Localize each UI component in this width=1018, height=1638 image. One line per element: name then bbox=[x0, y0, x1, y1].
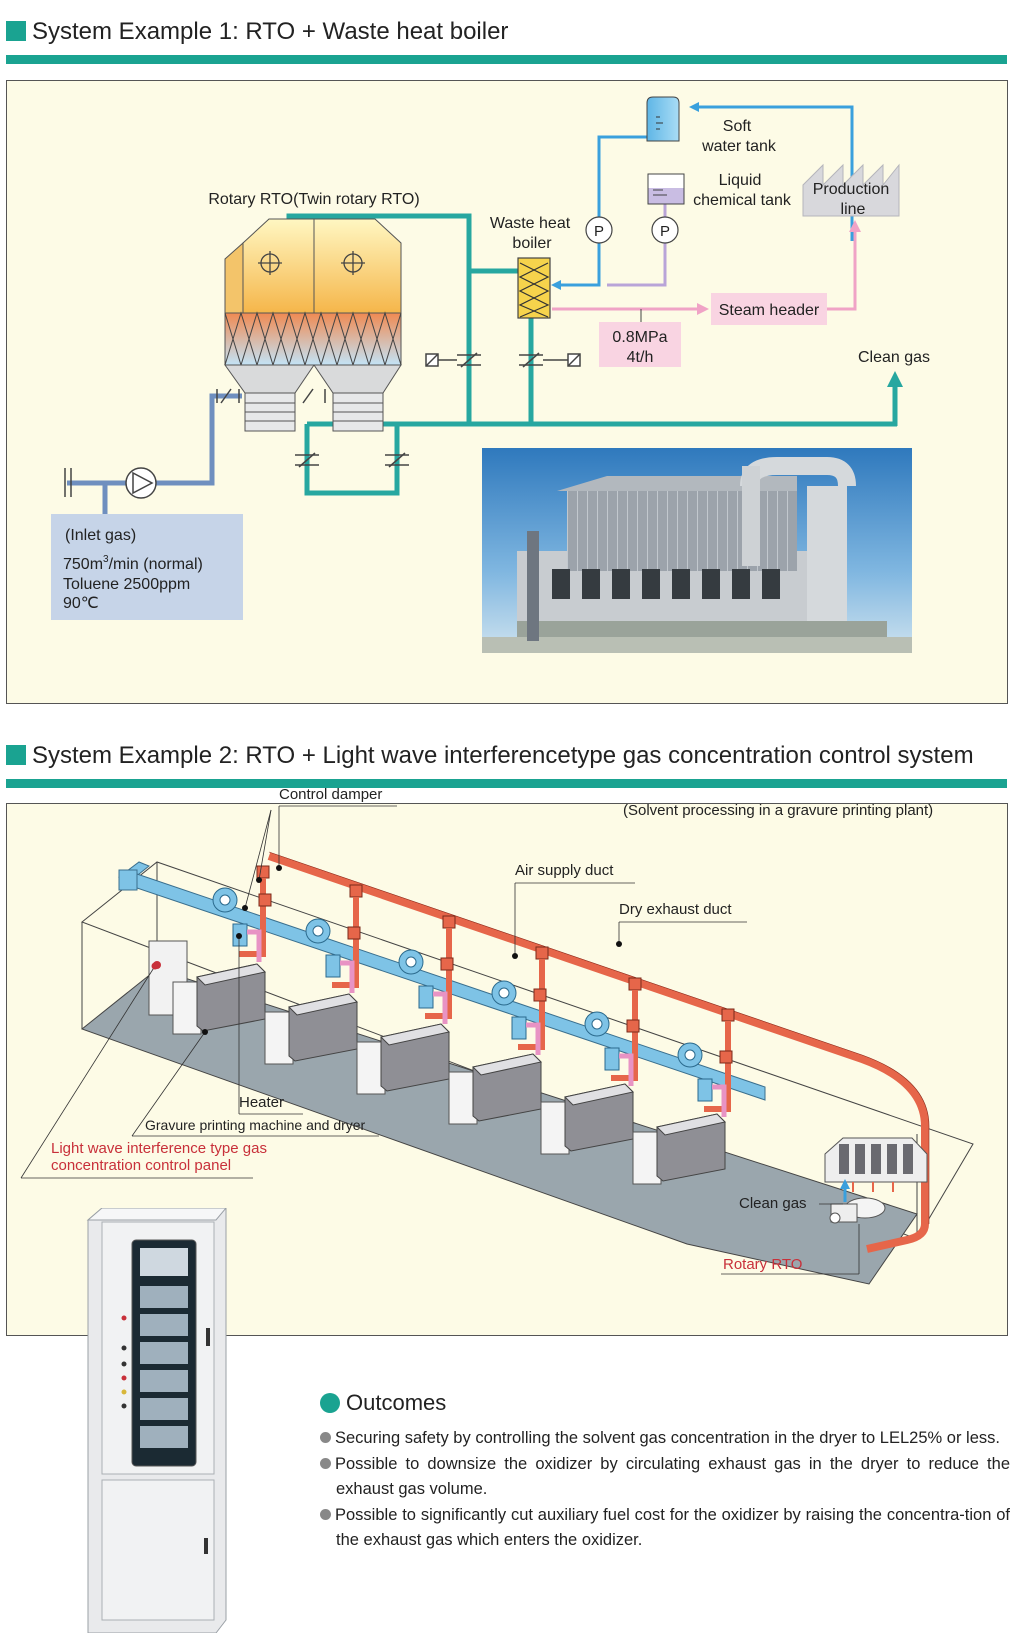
steam-line bbox=[552, 226, 857, 311]
section-2-rule bbox=[6, 779, 1007, 788]
waste-heat-boiler bbox=[517, 257, 551, 319]
rotary-rto-label: Rotary RTO(Twin rotary RTO) bbox=[208, 191, 419, 208]
inlet-flow: 750m3/min (normal) bbox=[63, 554, 203, 573]
steam-header-label: Steam header bbox=[719, 302, 820, 319]
flow-label: 4t/h bbox=[627, 349, 654, 366]
liquid-chemical-tank-label: chemical tank bbox=[693, 192, 792, 209]
rto-boiler-diagram-panel: P P Soft water tank Liquid chemical tank… bbox=[6, 80, 1008, 704]
production-line-label: Production bbox=[813, 181, 890, 198]
bullet-icon bbox=[320, 1458, 331, 1469]
steam-up-arrow-icon bbox=[849, 220, 861, 232]
rotary-rto-unit bbox=[224, 218, 402, 432]
liquid-chemical-tank-label: Liquid bbox=[719, 172, 762, 189]
rotary-rto-small bbox=[824, 1137, 928, 1224]
clean-gas-label: Clean gas bbox=[739, 1195, 807, 1212]
bullet-icon bbox=[320, 1432, 331, 1443]
inlet-pipe bbox=[67, 393, 242, 514]
pump-icon: P P bbox=[585, 216, 679, 244]
control-panel-label: Light wave interference type gas bbox=[51, 1140, 267, 1157]
pump-label: P bbox=[660, 223, 670, 240]
inlet-fan-icon bbox=[125, 467, 157, 499]
soft-water-tank-icon bbox=[646, 96, 680, 142]
inlet-gas-box bbox=[51, 514, 243, 620]
gravure-plant-diagram: (Solvent processing in a gravure printin… bbox=[20, 802, 974, 1285]
outcome-item: Possible to significantly cut auxiliary … bbox=[320, 1503, 1010, 1553]
pump-label: P bbox=[594, 223, 604, 240]
outcomes-bullet-icon bbox=[320, 1393, 340, 1413]
burner-icon bbox=[258, 251, 365, 275]
waste-heat-boiler-label: boiler bbox=[512, 235, 552, 252]
steam-arrow-icon bbox=[697, 303, 709, 315]
dry-exhaust-duct-label: Dry exhaust duct bbox=[619, 901, 732, 918]
rto-plant-photo bbox=[482, 448, 912, 653]
inlet-toluene: Toluene 2500ppm bbox=[63, 576, 190, 593]
callout-lines bbox=[20, 805, 860, 1275]
control-damper-label: Control damper bbox=[279, 786, 383, 803]
dry-exhaust-duct-outline bbox=[268, 851, 930, 1224]
pressure-label: 0.8MPa bbox=[612, 329, 667, 346]
rotary-rto-label: Rotary RTO bbox=[723, 1256, 802, 1273]
bullet-icon bbox=[320, 1509, 331, 1520]
section-2-heading: System Example 2: RTO + Light wave inter… bbox=[6, 742, 974, 770]
chemical-dosing-line bbox=[607, 203, 667, 287]
heater-label: Heater bbox=[239, 1094, 284, 1111]
dry-exhaust-duct bbox=[267, 852, 929, 1253]
water-arrow-icon bbox=[689, 102, 699, 112]
inlet-flange-icon bbox=[64, 468, 72, 497]
clean-gas-arrow-icon bbox=[887, 371, 903, 387]
heading-marker-icon bbox=[6, 21, 26, 41]
outcome-item: Possible to downsize the oxidizer by cir… bbox=[320, 1452, 1010, 1502]
outcome-item: Securing safety by controlling the solve… bbox=[320, 1426, 1010, 1451]
control-panel-photo bbox=[80, 1207, 230, 1634]
control-panel-label: concentration control panel bbox=[51, 1157, 231, 1174]
heading-marker-icon bbox=[6, 745, 26, 765]
plant-subtitle: (Solvent processing in a gravure printin… bbox=[623, 804, 933, 819]
outcomes-section: Outcomes Securing safety by controlling … bbox=[320, 1390, 1010, 1554]
rto-boiler-diagram: P P Soft water tank Liquid chemical tank… bbox=[51, 96, 930, 653]
callout-dots bbox=[151, 865, 622, 1035]
boiler-feed-arrow-icon bbox=[551, 280, 561, 290]
duct-dampers-icon bbox=[295, 352, 581, 468]
pressure-box bbox=[599, 322, 681, 367]
outcomes-heading: Outcomes bbox=[320, 1390, 1010, 1416]
waste-heat-boiler-label: Waste heat bbox=[490, 215, 571, 232]
outcomes-title: Outcomes bbox=[346, 1390, 447, 1415]
section-2-title: System Example 2: RTO + Light wave inter… bbox=[32, 742, 974, 769]
steam-header-box bbox=[711, 293, 827, 325]
factory-icon bbox=[802, 163, 900, 217]
air-supply-duct-label: Air supply duct bbox=[515, 862, 614, 879]
chemical-tank-icon bbox=[647, 173, 685, 205]
section-1-rule bbox=[6, 55, 1007, 64]
soft-water-tank-label: water tank bbox=[701, 138, 777, 155]
section-1-title: System Example 1: RTO + Waste heat boile… bbox=[32, 18, 509, 45]
gravure-printing-machines bbox=[172, 963, 727, 1185]
inlet-temperature: 90℃ bbox=[63, 595, 99, 612]
inlet-gas-title: (Inlet gas) bbox=[65, 527, 136, 544]
section-1-heading: System Example 1: RTO + Waste heat boile… bbox=[6, 18, 508, 46]
clean-gas-label: Clean gas bbox=[858, 349, 930, 366]
soft-water-tank-label: Soft bbox=[723, 118, 752, 135]
gravure-machine-label: Gravure printing machine and dryer bbox=[145, 1117, 366, 1133]
production-line-label: line bbox=[841, 201, 866, 218]
